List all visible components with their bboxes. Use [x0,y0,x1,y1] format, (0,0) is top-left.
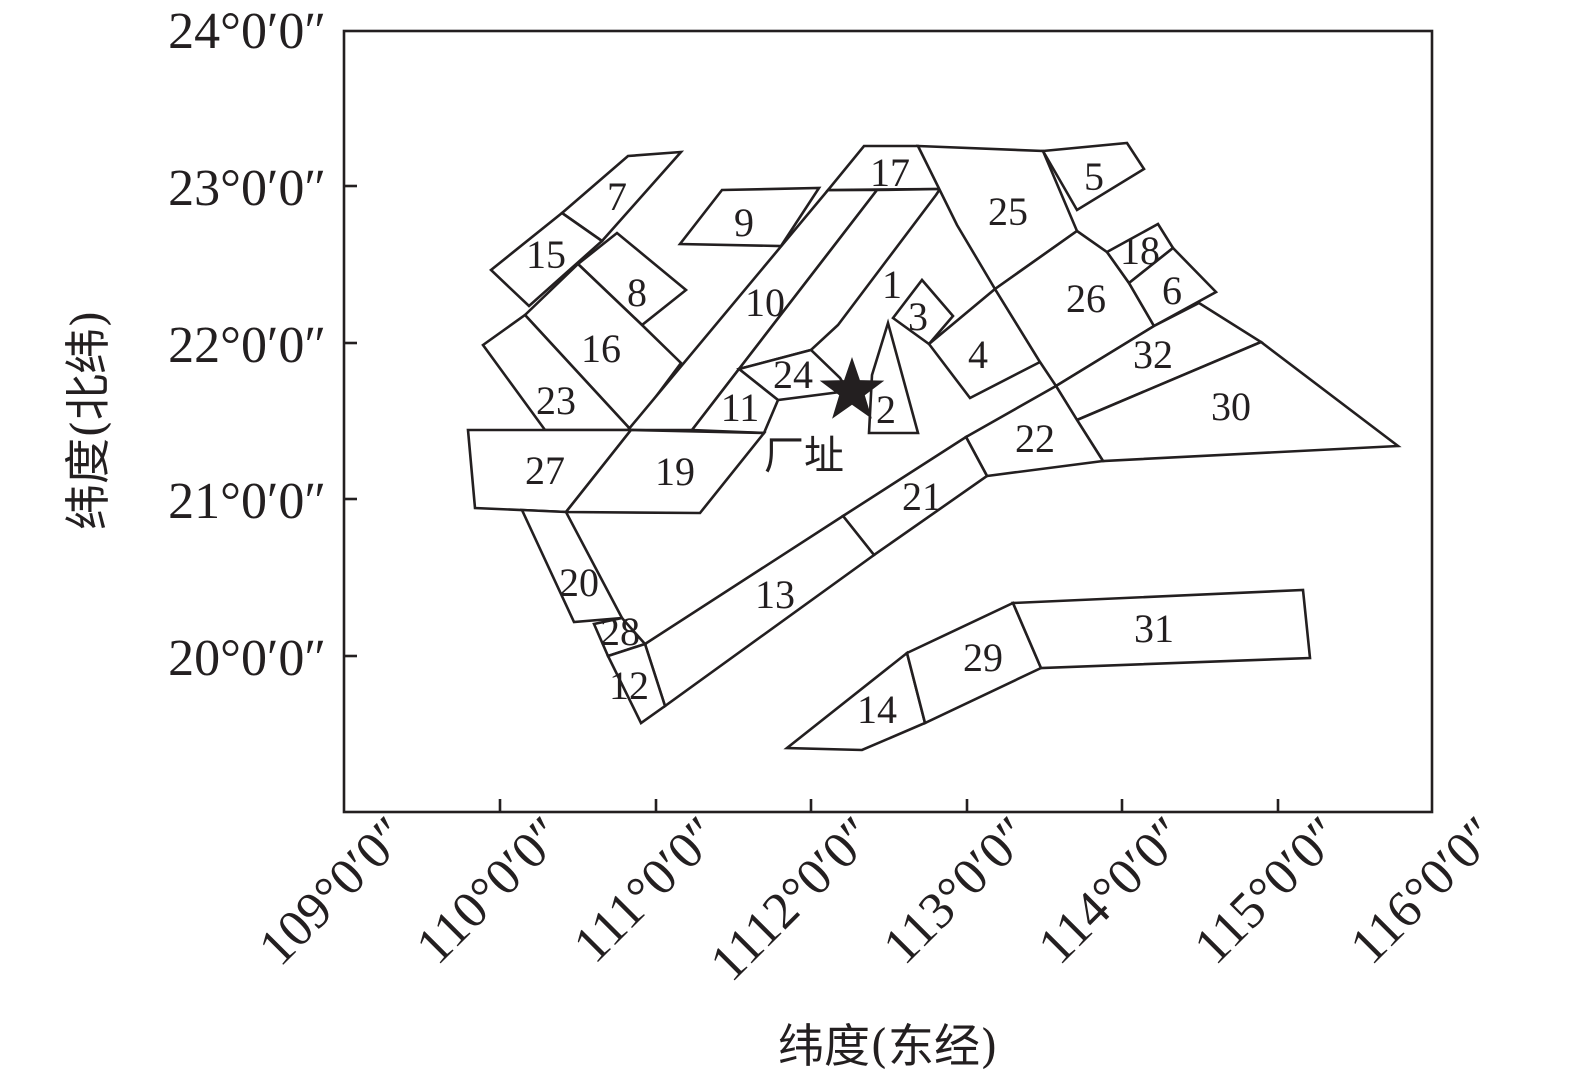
zone-labels: 7 15 8 16 23 9 10 17 1 24 11 3 2 25 5 4 … [525,150,1251,732]
zone-label: 24 [773,352,813,397]
zone-14 [783,650,927,752]
y-tick-label: 20°0′0″ [168,630,326,687]
zone-label: 2 [876,387,896,432]
x-tick-label: 116°0′0″ [1340,806,1509,975]
zone-label: 23 [536,378,576,423]
zone-label: 1 [882,262,902,307]
zone-label: 25 [988,189,1028,234]
zone-label: 7 [607,174,627,219]
x-axis: 109°0′0″ 110°0′0″ 111°0′0″ 1112°0′0″ 113… [248,799,1508,992]
zone-label: 30 [1211,384,1251,429]
zone-label: 6 [1162,268,1182,313]
zone-label: 17 [870,150,910,195]
zone-12 [606,642,667,725]
zone-label: 29 [963,635,1003,680]
zone-19 [563,428,767,515]
zone-label: 13 [755,572,795,617]
zone-label: 10 [745,280,785,325]
x-tick-label: 113°0′0″ [873,806,1042,975]
zone-label: 20 [559,560,599,605]
plot-frame [342,29,1434,814]
y-tick-label: 22°0′0″ [168,317,326,374]
zone-9 [677,186,822,248]
x-tick-label: 1112°0′0″ [700,806,886,992]
zone-label: 16 [581,326,621,371]
x-tick-label: 114°0′0″ [1028,806,1197,975]
zone-5 [1040,141,1146,212]
zone-label: 31 [1134,606,1174,651]
zone-label: 12 [609,663,649,708]
x-tick-label: 109°0′0″ [248,806,418,976]
zone-label: 15 [526,232,566,277]
zone-label: 4 [968,332,988,377]
y-tick-label: 23°0′0″ [168,160,326,217]
x-tick-label: 110°0′0″ [406,806,575,975]
zone-label: 5 [1084,154,1104,199]
y-axis-title: 纬度(北纬) [61,310,115,530]
zone-label: 19 [655,449,695,494]
zones [466,141,1402,752]
zone-label: 9 [734,200,754,245]
y-tick-label: 24°0′0″ [168,3,326,60]
zone-label: 11 [721,385,760,430]
zone-label: 3 [908,294,928,339]
zone-label: 8 [627,270,647,315]
zone-15 [489,211,605,308]
zone-6 [1127,246,1219,328]
star-icon [819,357,885,419]
zone-label: 32 [1133,332,1173,377]
zone-label: 26 [1066,276,1106,321]
y-tick-label: 21°0′0″ [168,473,326,530]
zone-3 [891,277,955,346]
zone-31 [1011,588,1312,670]
site-label: 厂址 [764,433,844,479]
x-tick-label: 115°0′0″ [1184,806,1353,975]
zone-label: 27 [525,448,565,493]
y-axis: 24°0′0″ 23°0′0″ 22°0′0″ 21°0′0″ 20°0′0″ [168,3,357,687]
zone-label: 28 [600,609,640,654]
zone-label: 22 [1015,416,1055,461]
zone-label: 21 [902,474,942,519]
x-axis-title: 纬度(东经) [778,1019,998,1073]
zone-label: 18 [1120,228,1160,273]
zone-label: 14 [857,687,897,732]
